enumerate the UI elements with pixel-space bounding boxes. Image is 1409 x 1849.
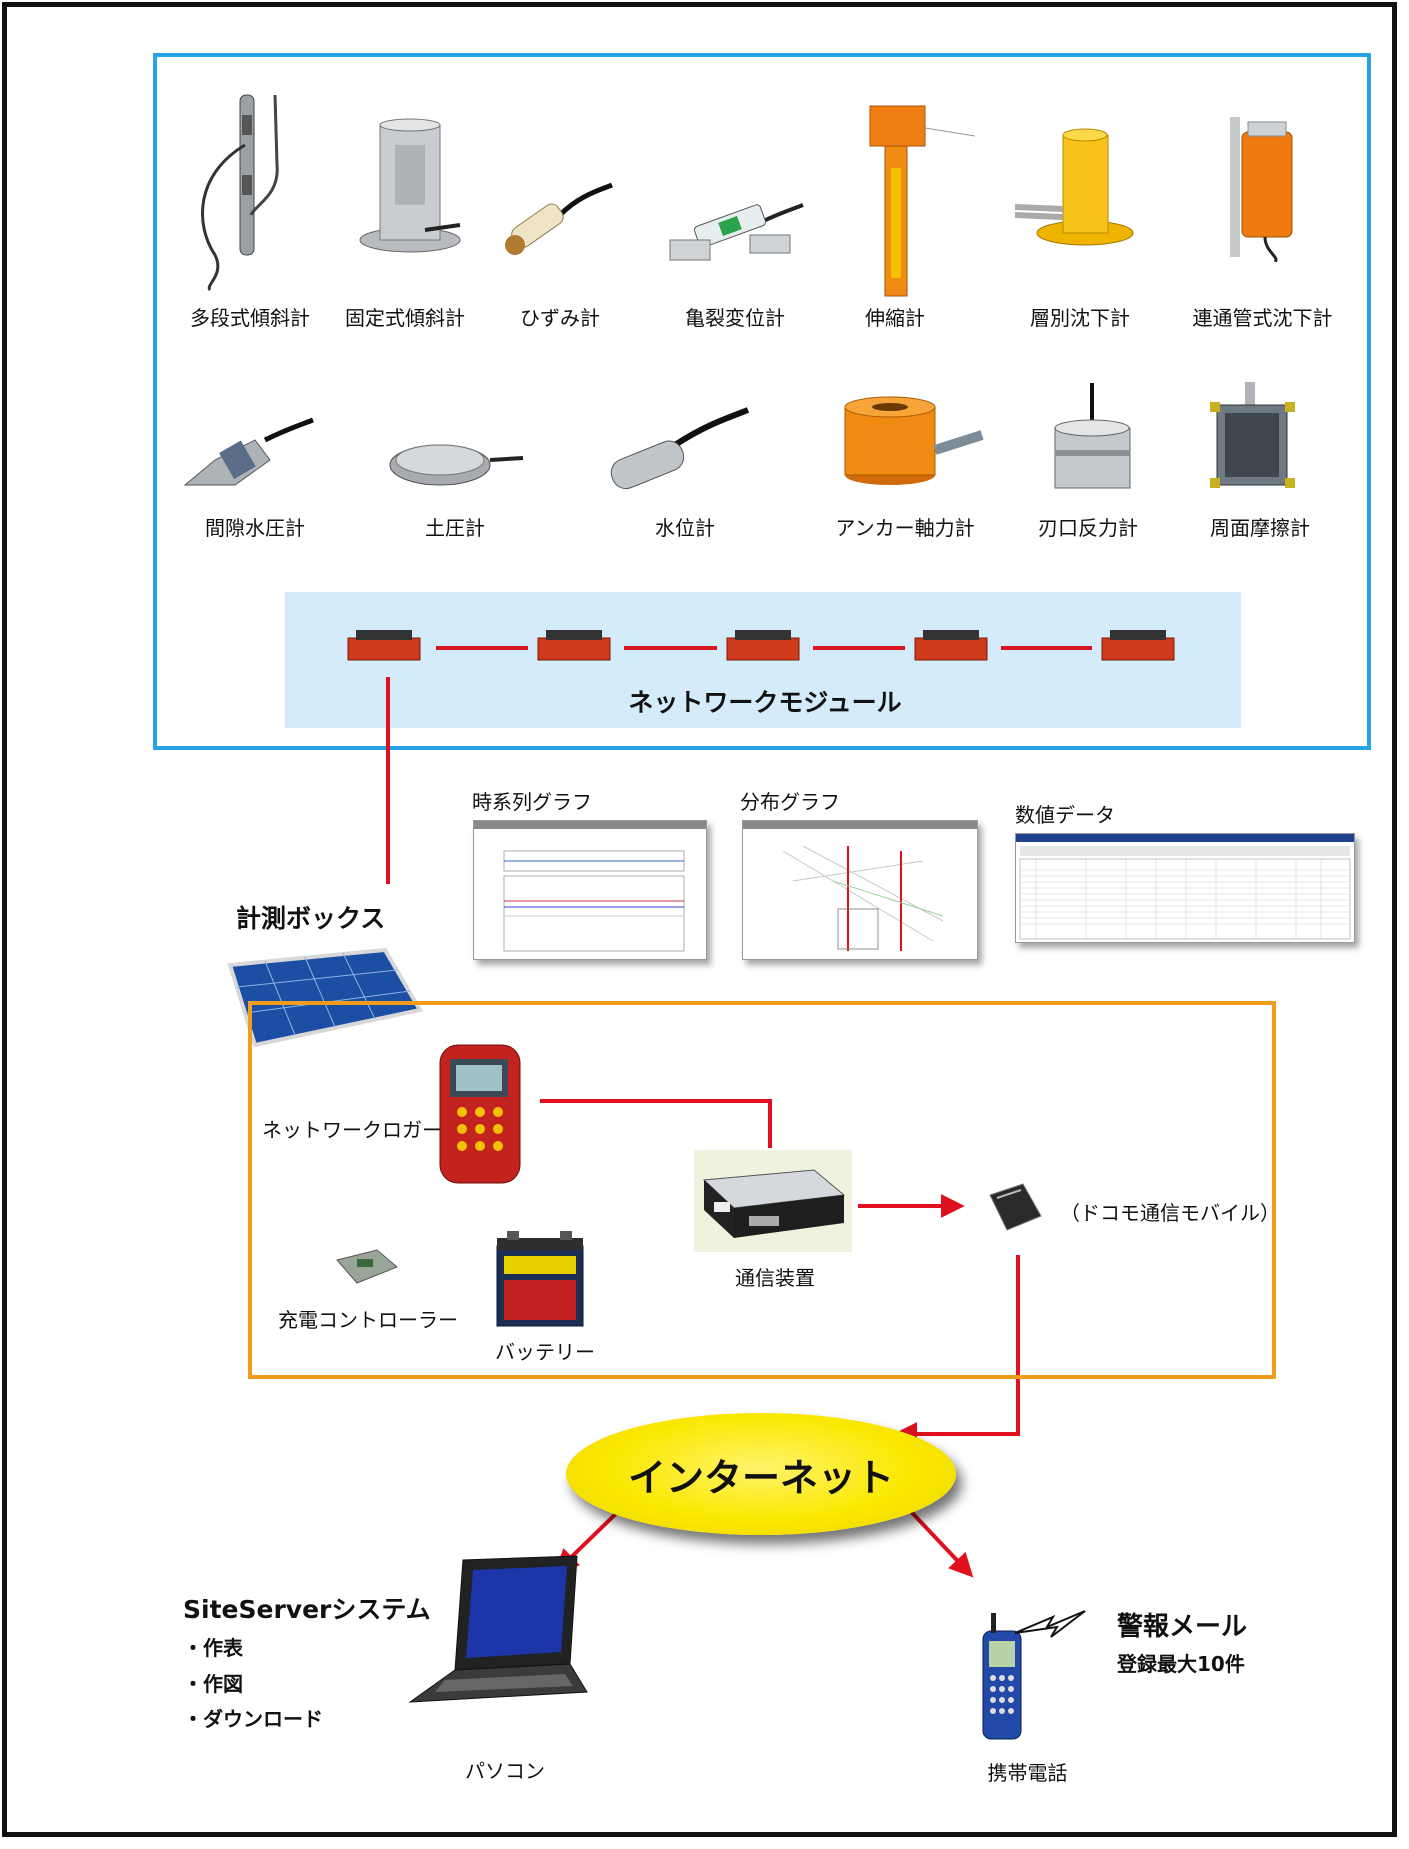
laptop-icon — [408, 1555, 588, 1703]
earth-pressure-gauge-icon — [389, 444, 524, 486]
cutting-edge-reaction-gauge-icon — [1054, 383, 1131, 489]
sensor-label-anchor-load: アンカー軸力計 — [835, 516, 975, 540]
sensor-label-skin-friction: 周面摩擦計 — [1210, 516, 1310, 540]
sensor-label-layered-settlement: 層別沈下計 — [1030, 306, 1130, 330]
timeseries-graph-screenshot — [473, 820, 707, 960]
extensometer-icon — [869, 105, 976, 297]
network-module-icon — [1101, 630, 1175, 661]
network-logger-label: ネットワークロガー — [262, 1118, 442, 1142]
communication-device-label: 通信装置 — [735, 1266, 815, 1290]
solar-panel-icon — [227, 947, 424, 1048]
sensor-label-cutting-edge: 刃口反力計 — [1038, 516, 1138, 540]
sensor-label-pore-water: 間隙水圧計 — [205, 516, 305, 540]
internet-label: インターネット — [627, 1455, 894, 1500]
sensor-label-strain-gauge: ひずみ計 — [520, 306, 600, 330]
battery-icon — [496, 1231, 584, 1327]
sensor-label-earth-pressure: 土圧計 — [425, 516, 485, 540]
siteserver-item-download: ・ダウンロード — [183, 1707, 323, 1731]
water-tube-settlement-gauge-icon — [1230, 117, 1293, 262]
multistage-inclinometer-icon — [201, 94, 279, 292]
network-module-icon — [347, 630, 421, 661]
field-equipment-box — [248, 1001, 1276, 1379]
siteserver-title: SiteServerシステム — [183, 1595, 431, 1624]
network-module-icon — [726, 630, 800, 661]
fixed-inclinometer-icon — [359, 118, 461, 253]
sensor-label-fixed-inclinometer: 固定式傾斜計 — [345, 306, 465, 330]
alert-mail-title: 警報メール — [1117, 1612, 1248, 1642]
sensor-label-multistage-inclinometer: 多段式傾斜計 — [190, 306, 310, 330]
sensor-label-water-level: 水位計 — [655, 516, 715, 540]
communication-device-icon — [694, 1150, 852, 1252]
charge-controller-icon — [336, 1249, 398, 1284]
sensor-label-crack-displacement: 亀裂変位計 — [685, 306, 785, 330]
network-module-label: ネットワークモジュール — [628, 688, 902, 717]
battery-label: バッテリー — [495, 1340, 595, 1364]
numeric-data-screenshot — [1015, 833, 1355, 943]
sensor-label-extensometer: 伸縮計 — [865, 306, 925, 330]
layered-settlement-gauge-icon — [1015, 128, 1134, 246]
distribution-graph-screenshot — [742, 820, 978, 960]
siteserver-item-chart: ・作図 — [183, 1672, 243, 1696]
cellphone-icon — [982, 1610, 1086, 1740]
cellphone-label: 携帯電話 — [987, 1761, 1068, 1785]
sensor-label-water-tube-settlement: 連通管式沈下計 — [1192, 306, 1333, 330]
distribution-graph-label: 分布グラフ — [740, 790, 840, 814]
network-module-chain — [347, 630, 1175, 661]
mobile-modem-label: （ドコモ通信モバイル） — [1060, 1201, 1280, 1225]
anchor-load-cell-icon — [844, 396, 984, 485]
pore-water-pressure-gauge-icon — [183, 417, 314, 486]
mobile-modem-icon — [989, 1183, 1042, 1231]
charge-controller-label: 充電コントローラー — [278, 1308, 458, 1332]
crack-displacement-meter-icon — [669, 203, 804, 261]
network-module-icon — [537, 630, 611, 661]
sensor-group-box — [153, 53, 1371, 750]
internet-cloud: インターネット — [566, 1413, 956, 1535]
laptop-label: パソコン — [465, 1759, 545, 1783]
water-level-gauge-icon — [610, 407, 750, 490]
siteserver-item-table: ・作表 — [183, 1636, 243, 1660]
skin-friction-gauge-icon — [1210, 382, 1295, 488]
strain-gauge-icon — [505, 182, 613, 255]
network-module-icon — [914, 630, 988, 661]
network-logger-icon — [439, 1044, 521, 1184]
numeric-data-label: 数値データ — [1015, 803, 1115, 827]
timeseries-graph-label: 時系列グラフ — [472, 790, 592, 814]
measurement-box-title: 計測ボックス — [236, 904, 386, 933]
alert-mail-subtitle: 登録最大10件 — [1117, 1652, 1245, 1676]
